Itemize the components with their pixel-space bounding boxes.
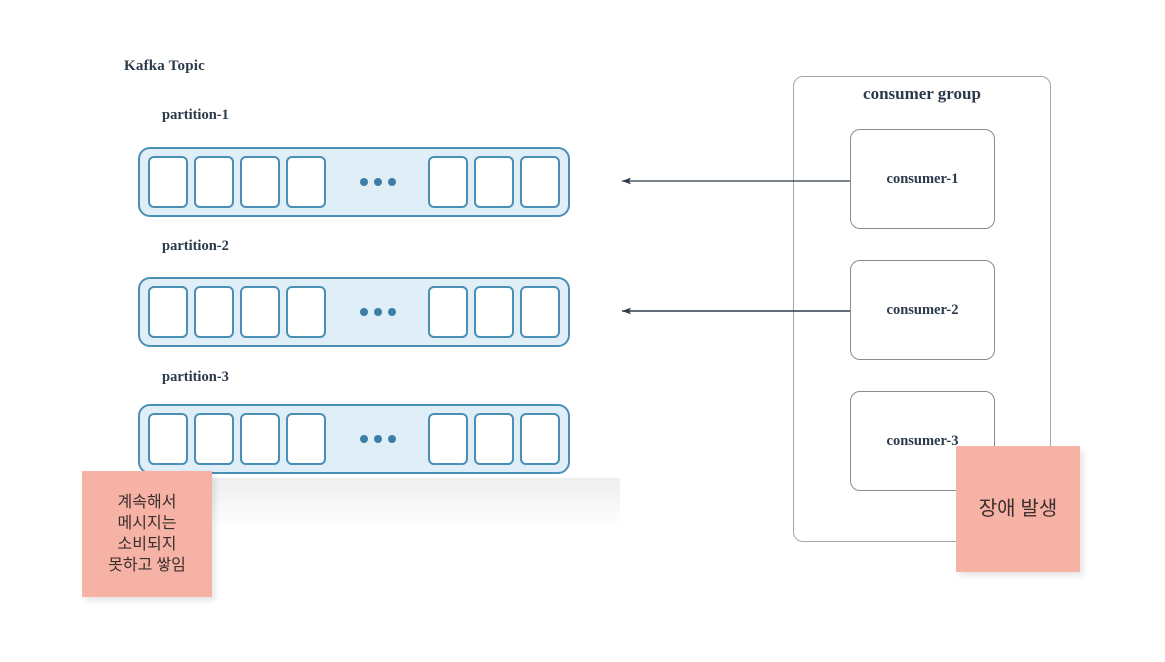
message-box [520, 156, 560, 208]
message-box [240, 156, 280, 208]
partition-row-3 [138, 404, 570, 474]
consumer-group-title: consumer group [863, 84, 981, 103]
message-box [520, 286, 560, 338]
message-box [428, 413, 468, 465]
consumer-group-container [793, 76, 1051, 542]
partition-label-1: partition-1 [162, 107, 229, 123]
message-box [194, 413, 234, 465]
message-box [240, 286, 280, 338]
ellipsis-icon [330, 308, 426, 316]
consumer-box-3[interactable]: consumer-3 [850, 391, 995, 491]
message-box [286, 286, 326, 338]
message-box [148, 286, 188, 338]
partition-label-3: partition-3 [162, 369, 229, 385]
consumer-label-3: consumer-3 [886, 432, 959, 449]
note-line: 계속해서 [117, 493, 177, 511]
message-box [286, 156, 326, 208]
message-box [148, 156, 188, 208]
partition-row-2 [138, 277, 570, 347]
consumer-label-1: consumer-1 [886, 170, 959, 187]
note-line: 장애 발생 [978, 498, 1058, 520]
message-box [286, 413, 326, 465]
partition-label-2: partition-2 [162, 238, 229, 254]
failure-note: 장애 발생 [956, 446, 1080, 572]
ellipsis-icon [330, 178, 426, 186]
kafka-topic-title: Kafka Topic [124, 58, 205, 74]
note-line: 메시지는 [117, 514, 177, 532]
message-box [520, 413, 560, 465]
message-box [194, 286, 234, 338]
note-line: 소비되지 [117, 536, 177, 553]
consumer-label-2: consumer-2 [886, 301, 959, 318]
consumer-box-1[interactable]: consumer-1 [850, 129, 995, 229]
message-box [474, 156, 514, 208]
message-box [240, 413, 280, 465]
consumer-box-2[interactable]: consumer-2 [850, 260, 995, 360]
message-box [428, 286, 468, 338]
note-line: 못하고 쌓임 [108, 557, 186, 575]
backlog-note: 계속해서 메시지는 소비되지 못하고 쌓임 [82, 471, 212, 597]
message-box [428, 156, 468, 208]
ellipsis-icon [330, 435, 426, 443]
message-box [148, 413, 188, 465]
message-box [194, 156, 234, 208]
message-box [474, 286, 514, 338]
message-box [474, 413, 514, 465]
partition-row-1 [138, 147, 570, 217]
